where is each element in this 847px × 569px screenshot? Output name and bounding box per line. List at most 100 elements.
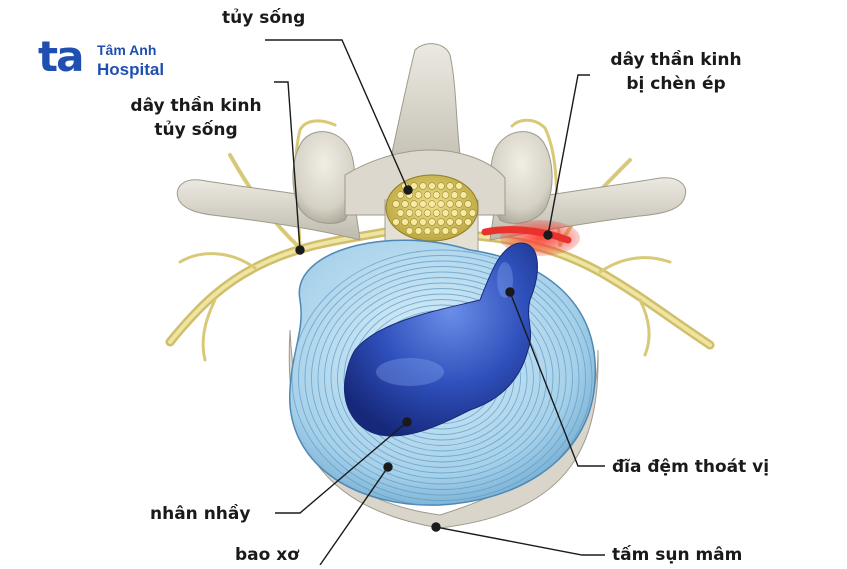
cord-fiber [396,209,405,217]
left-nerve-branch [201,298,217,362]
cord-fiber [419,200,427,208]
cord-fiber [432,209,441,217]
label-spinal-nerve-line1: dây thần kinh [130,96,262,116]
annulus-ring [343,293,541,463]
cord-fiber [401,218,409,226]
annulus-ring [298,255,586,501]
leader-dot [383,462,393,472]
cord-fiber [392,218,400,226]
annulus-ring [337,288,547,468]
cord-fiber [450,191,459,199]
cord-fiber [446,182,454,190]
label-compressed-nerve-line2: bị chèn ép [626,74,726,94]
leader-dot [403,185,413,195]
cord-fiber [396,191,405,199]
cord-fiber [446,200,454,208]
cord-fiber [414,209,423,217]
cord-fiber [437,218,445,226]
left-transverse-process [176,179,361,241]
left-nerve-highlight [168,230,387,344]
spinous-process [384,43,466,186]
cord-fiber [410,182,418,190]
cord-fiber [437,182,445,190]
leader-annulus [319,466,389,566]
nucleus-pulposus [343,242,538,437]
cord-fiber [428,182,436,190]
annulus-ring [324,277,560,479]
right-facet [490,131,553,224]
cord-fiber [419,218,427,226]
logo-mark: ta [38,32,84,81]
cord-fiber [414,227,423,235]
cord-fiber [405,227,414,235]
spinal-cord-fibers [392,182,477,235]
cord-fiber [401,200,409,208]
cord-fiber [455,200,463,208]
leader-dot [505,287,515,297]
leader-nucleus [275,421,408,514]
logo-text-line1: Tâm Anh [97,42,157,58]
cord-fiber [414,191,423,199]
cord-fiber [441,191,450,199]
leader-endplate [435,526,605,556]
cord-fiber [428,218,436,226]
cord-fiber [410,218,418,226]
label-endplate: tấm sụn mâm [612,545,743,565]
leader-spinal-nerve [274,81,301,251]
nucleus-highlight [376,358,444,386]
right-nerve-branch [638,298,651,357]
annulus-ring [330,282,554,474]
cord-fiber [464,200,472,208]
cord-fiber [432,227,441,235]
leader-dot [431,522,441,532]
compressed-nerve-segment [481,226,572,244]
cord-fiber [446,218,454,226]
left-facet [292,131,355,224]
logo-text-line2: Hospital [97,60,165,79]
cord-fiber [423,209,432,217]
cord-fiber [464,218,472,226]
leader-dot [402,417,412,427]
label-annulus-fibrosus: bao xơ [235,545,299,565]
cord-fiber [392,200,400,208]
cord-fiber [423,191,432,199]
cord-fiber [455,218,463,226]
cord-fiber [432,191,441,199]
cord-fiber [410,200,418,208]
leader-dot [295,245,305,255]
cord-fiber [455,182,463,190]
leader-herniated-disc [509,291,605,467]
label-compressed-nerve: dây thần kinh bị chèn ép [597,48,755,96]
cord-fiber [441,209,450,217]
label-spinal-nerve: dây thần kinh tủy sống [126,94,266,142]
cord-fiber [437,200,445,208]
cord-fiber [459,191,468,199]
leader-spinal-cord [265,39,409,191]
cord-fiber [428,200,436,208]
label-spinal-nerve-line2: tủy sống [154,120,238,140]
leader-lines [265,39,605,566]
leader-compressed-nerve [547,74,590,236]
cord-fiber [450,227,459,235]
cord-fiber [468,209,477,217]
cord-fiber [450,209,459,217]
right-nerve-branch [598,256,672,274]
vertebra-arch [176,43,687,241]
cord-fiber [423,227,432,235]
cord-fiber [441,227,450,235]
cord-fiber [405,209,414,217]
cord-fiber [459,209,468,217]
cord-fiber [419,182,427,190]
annulus-ring [291,249,593,506]
label-herniated-disc: đĩa đệm thoát vị [612,457,770,477]
leader-dot [543,230,553,240]
left-nerve-branch [178,252,257,270]
label-spinal-cord: tủy sống [222,8,306,28]
label-nucleus-pulposus: nhân nhầy [150,504,251,524]
label-compressed-nerve-line1: dây thần kinh [610,50,742,70]
annulus-ring [317,271,567,485]
annulus-ring [311,266,573,490]
annulus-ring [304,260,580,496]
